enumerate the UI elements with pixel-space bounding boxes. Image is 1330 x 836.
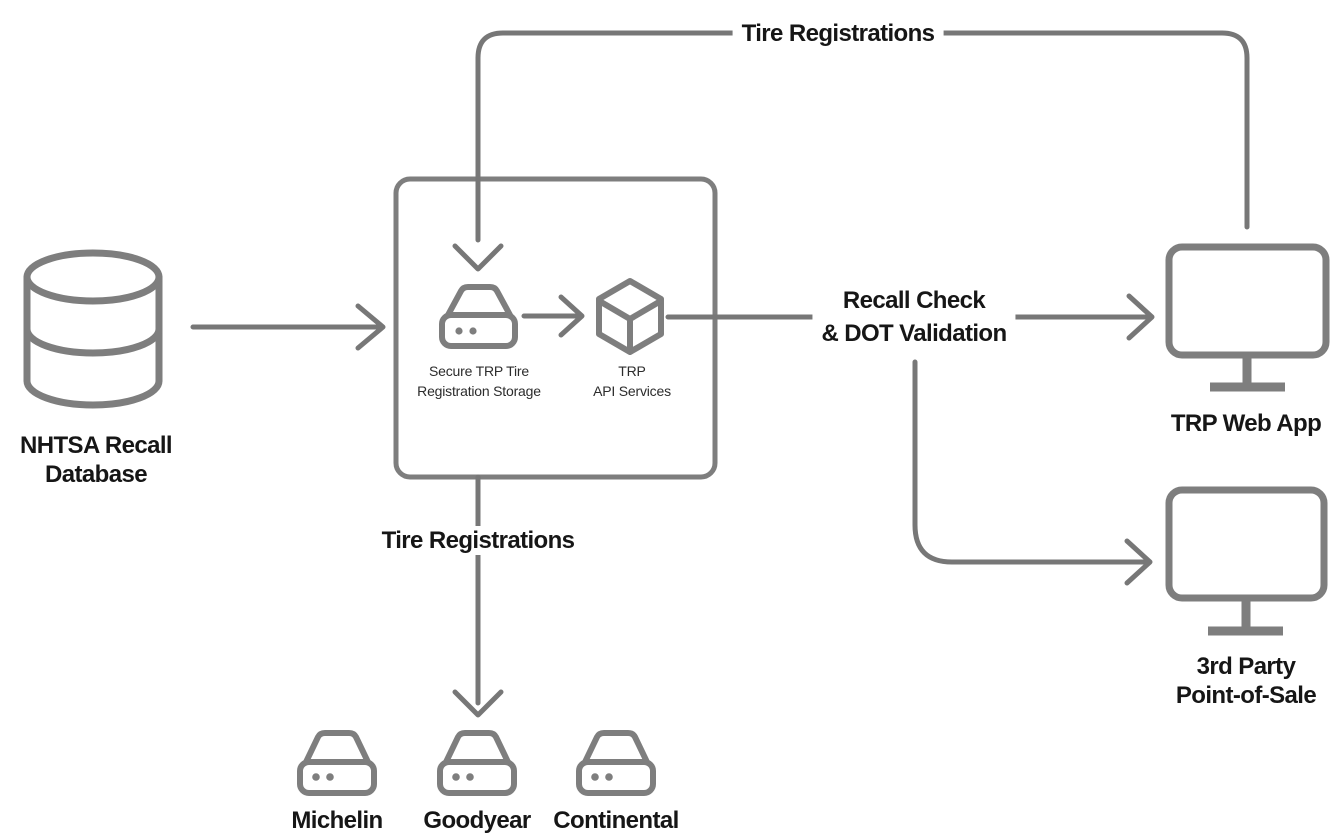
edge-label-tire-registrations-top: Tire Registrations bbox=[732, 19, 944, 48]
node-label-api-line1: TRP bbox=[618, 363, 646, 379]
trp-system-box bbox=[393, 176, 718, 480]
edge-label-recall-check: Recall Check & DOT Validation bbox=[812, 284, 1016, 350]
monitor-icon-webapp bbox=[1165, 243, 1330, 392]
arrow-branch-to-pos bbox=[912, 359, 1153, 586]
storage-server-icon bbox=[439, 284, 518, 349]
node-label-api-services: TRP API Services bbox=[593, 361, 671, 401]
edge-label-recall-check-line2: & DOT Validation bbox=[821, 320, 1007, 347]
node-label-storage: Secure TRP Tire Registration Storage bbox=[417, 361, 541, 401]
arrow-db-to-trp bbox=[190, 303, 386, 351]
node-label-pos: 3rd Party Point-of-Sale bbox=[1175, 652, 1317, 710]
node-label-continental: Continental bbox=[553, 807, 679, 834]
node-label-storage-line1: Secure TRP Tire bbox=[429, 363, 529, 379]
server-icon-goodyear bbox=[437, 730, 517, 796]
node-label-nhtsa-line2: Database bbox=[45, 461, 148, 488]
node-label-api-line2: API Services bbox=[593, 383, 671, 399]
node-label-goodyear: Goodyear bbox=[423, 807, 531, 834]
server-icon-continental bbox=[576, 730, 656, 796]
node-label-pos-line2: Point-of-Sale bbox=[1175, 682, 1317, 709]
arrow-storage-to-api bbox=[521, 294, 585, 338]
edge-label-tire-registrations-bottom: Tire Registrations bbox=[372, 526, 584, 555]
server-icon-michelin bbox=[297, 730, 377, 796]
cube-icon bbox=[596, 278, 664, 355]
arrow-storage-to-manufacturers bbox=[452, 474, 504, 718]
edge-label-recall-check-line1: Recall Check bbox=[842, 287, 986, 314]
node-label-nhtsa-line1: NHTSA Recall bbox=[20, 432, 173, 459]
monitor-icon-pos bbox=[1165, 486, 1328, 636]
node-label-nhtsa-database: NHTSA Recall Database bbox=[20, 431, 173, 489]
node-label-michelin: Michelin bbox=[291, 807, 383, 834]
node-label-pos-line1: 3rd Party bbox=[1196, 653, 1296, 680]
node-label-web-app: TRP Web App bbox=[1170, 410, 1322, 437]
node-label-storage-line2: Registration Storage bbox=[417, 383, 541, 399]
database-icon bbox=[23, 249, 163, 409]
